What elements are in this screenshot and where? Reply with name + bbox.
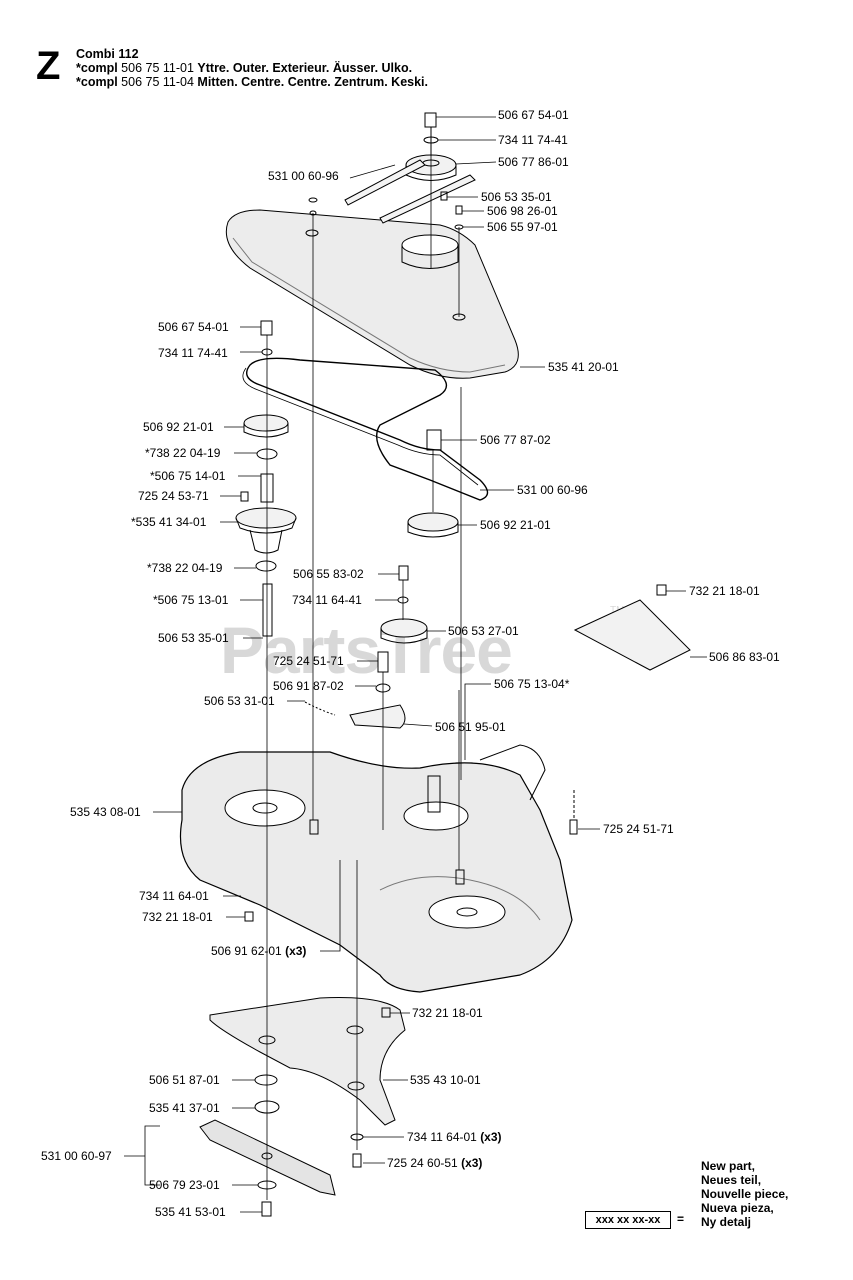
part-label: 506 75 13-04* [494,677,570,691]
part-label: 531 00 60-96 [517,483,588,497]
part-qty: (x3) [285,944,307,958]
part-label: 506 86 83-01 [709,650,780,664]
part-label: 732 21 18-01 [689,584,760,598]
part-label: 506 92 21-01 [143,420,214,434]
part-label: 506 67 54-01 [158,320,229,334]
part-qty: (x3) [461,1156,483,1170]
header-line-1-code: 506 75 11-01 [121,61,194,75]
part-label: 535 43 10-01 [410,1073,481,1087]
part-number: 725 24 60-51 [387,1156,458,1170]
part-label: 535 41 53-01 [155,1205,226,1219]
part-label: 506 51 95-01 [435,720,506,734]
part-label: 732 21 18-01 [142,910,213,924]
header-line-2-desc: Mitten. Centre. Centre. Zentrum. Keski. [197,75,429,89]
part-label: 734 11 64-41 [292,593,362,607]
legend-line: New part, [701,1159,756,1173]
part-label: 734 11 74-41 [498,133,568,147]
part-label: 535 41 20-01 [548,360,619,374]
part-label: 725 24 53-71 [138,489,209,503]
legend-line: Nouvelle piece, [701,1187,789,1201]
legend-text: New part, Neues teil, Nouvelle piece, Nu… [701,1159,788,1229]
legend-line: Nueva pieza, [701,1201,774,1215]
part-label: 506 98 26-01 [487,204,558,218]
part-label: 506 77 86-01 [498,155,569,169]
part-label: 531 00 60-96 [268,169,339,183]
part-label: *506 75 14-01 [150,469,226,483]
part-label: 535 43 08-01 [70,805,141,819]
model-title: Combi 112 [76,47,139,61]
header-line-2-code: 506 75 11-04 [121,75,194,89]
part-label: *535 41 34-01 [131,515,207,529]
drive-belt [246,357,489,501]
part-label: 506 77 87-02 [480,433,551,447]
legend-equals: = [677,1212,685,1226]
part-label: 506 91 87-02 [273,679,344,693]
part-label: 734 11 74-41 [158,346,228,360]
part-label: 506 67 54-01 [498,108,569,122]
legend-line: Neues teil, [701,1173,762,1187]
part-label-qty: 725 24 60-51 (x3) [387,1156,482,1170]
part-label: 506 92 21-01 [480,518,551,532]
legend-line: Ny detalj [701,1215,752,1229]
part-label: 506 53 35-01 [158,631,229,645]
part-label: *738 22 04-19 [147,561,223,575]
part-label: 531 00 60-97 [41,1149,112,1163]
header-line-1-prefix: *compl [76,61,118,75]
header-line-1: *compl 506 75 11-01 Yttre. Outer. Exteri… [76,61,412,75]
part-label-qty: 734 11 64-01 (x3) [407,1130,502,1144]
part-label: 506 55 83-02 [293,567,364,581]
part-number: 506 91 62-01 [211,944,282,958]
part-label: 506 51 87-01 [149,1073,220,1087]
part-label: 732 21 18-01 [412,1006,483,1020]
part-label: 506 53 35-01 [481,190,552,204]
header-line-2-prefix: *compl [76,75,118,89]
part-label: 535 41 37-01 [149,1101,220,1115]
part-number: 734 11 64-01 [407,1130,477,1144]
header-line-2: *compl 506 75 11-04 Mitten. Centre. Cent… [76,75,428,89]
blade-support [209,997,406,1126]
watermark: PartsTree [220,613,513,687]
part-label: 725 24 51-71 [603,822,674,836]
part-label: 506 79 23-01 [149,1178,220,1192]
header-line-1-desc: Yttre. Outer. Exterieur. Äusser. Ulko. [197,61,413,75]
part-label: *738 22 04-19 [145,446,221,460]
part-label-qty: 506 91 62-01 (x3) [211,944,306,958]
legend-box: xxx xx xx-xx [585,1211,671,1229]
part-label: 506 53 31-01 [204,694,275,708]
section-letter: Z [36,44,61,88]
part-qty: (x3) [480,1130,502,1144]
part-label: 506 55 97-01 [487,220,558,234]
part-label: *506 75 13-01 [153,593,229,607]
blade [199,1119,336,1196]
deck-cover [225,209,519,379]
part-label: 725 24 51-71 [273,654,344,668]
part-label: 734 11 64-01 [139,889,209,903]
part-label: 506 53 27-01 [448,624,519,638]
